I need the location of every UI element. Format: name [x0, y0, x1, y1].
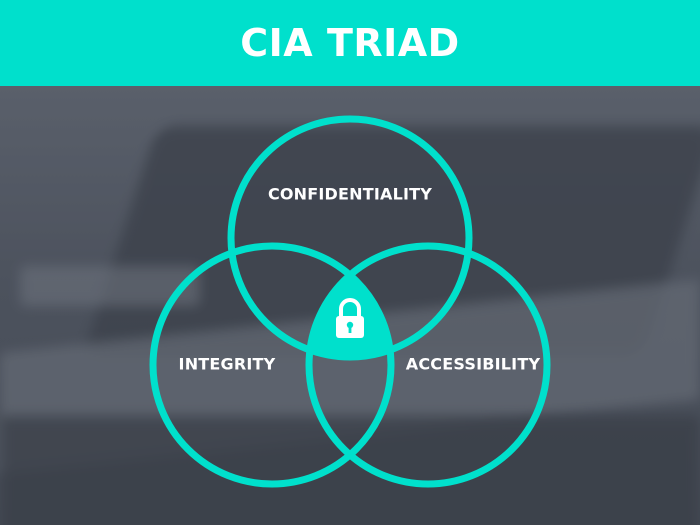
padlock-icon — [336, 298, 364, 338]
label-accessibility: ACCESSIBILITY — [405, 354, 541, 374]
circle-accessibility — [305, 242, 551, 488]
page-title: CIA TRIAD — [240, 21, 460, 65]
circle-confidentiality — [227, 115, 473, 361]
table-shape — [0, 416, 700, 525]
label-confidentiality: CONFIDENTIALITY — [267, 184, 433, 204]
circle-integrity — [149, 242, 395, 488]
header-banner: CIA TRIAD — [0, 0, 700, 86]
label-integrity: INTEGRITY — [178, 354, 276, 374]
center-intersection — [309, 246, 391, 357]
